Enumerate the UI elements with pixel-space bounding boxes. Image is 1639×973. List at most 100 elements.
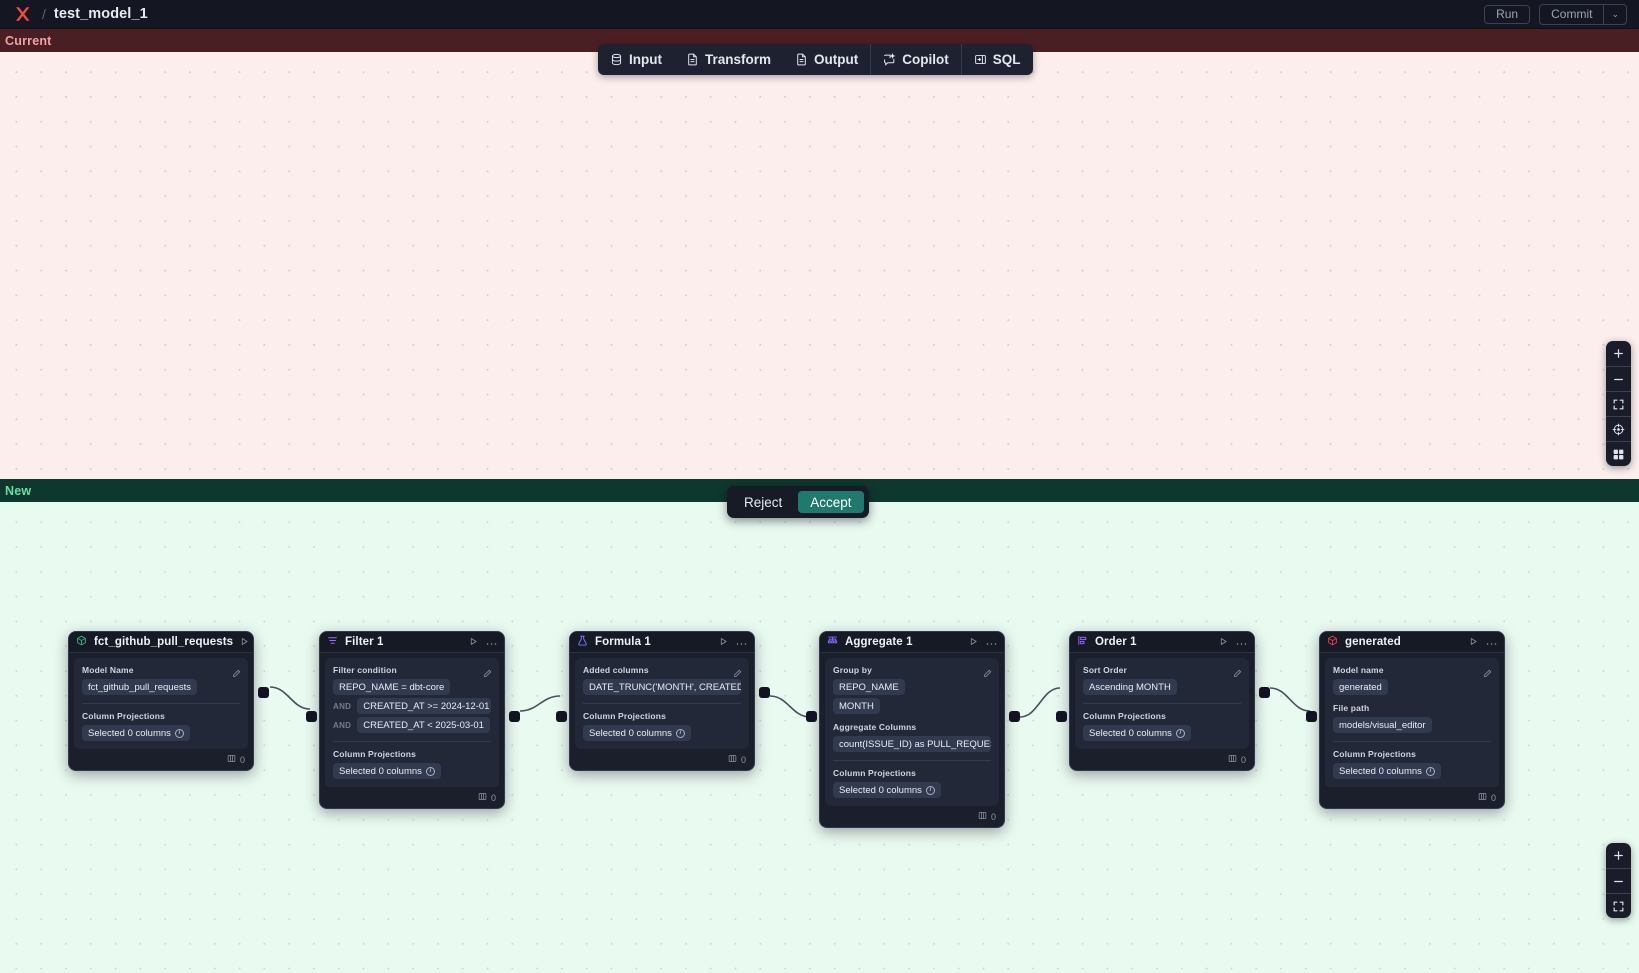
section-label: Column Projections <box>333 749 416 759</box>
recenter-icon[interactable] <box>1606 416 1631 441</box>
toolbar-item-transform[interactable]: Transform <box>674 44 783 75</box>
toolbar-item-output[interactable]: Output <box>783 44 870 75</box>
value-chip[interactable]: fct_github_pull_requests <box>82 679 197 695</box>
node-header[interactable]: Order 1 <box>1070 632 1254 653</box>
commit-button-group[interactable]: Commit ⌄ <box>1539 3 1627 25</box>
info-icon[interactable]: i <box>174 728 184 738</box>
node-input-port[interactable] <box>306 711 317 722</box>
fit-screen-icon[interactable] <box>1606 391 1631 416</box>
node-header[interactable]: fct_github_pull_requests <box>69 632 253 653</box>
edit-pencil-icon[interactable] <box>232 665 241 683</box>
editor-toolbar: Input Transform Output Copilot SQL <box>598 44 1033 75</box>
node-output-port[interactable] <box>1259 687 1270 698</box>
node-input-port[interactable] <box>1306 711 1317 722</box>
info-icon[interactable]: i <box>925 785 935 795</box>
condition-chip[interactable]: CREATED_AT >= 2024-12-01 <box>357 698 491 714</box>
toolbar-item-label: Copilot <box>902 52 949 67</box>
value-chip[interactable]: models/visual_editor <box>1333 717 1432 733</box>
node-header[interactable]: Formula 1 <box>570 632 754 653</box>
toolbar-item-sql[interactable]: SQL <box>960 44 1033 75</box>
node-menu-icon[interactable] <box>1486 633 1497 651</box>
chevron-down-icon[interactable]: ⌄ <box>1603 4 1626 24</box>
node-output-port[interactable] <box>759 687 770 698</box>
value-chip-label: DATE_TRUNC('MONTH', CREATED_AT… <box>589 681 741 693</box>
node-menu-icon[interactable] <box>486 633 497 651</box>
condition-chip[interactable]: REPO_NAME = dbt-core <box>333 679 451 695</box>
node-input-port[interactable] <box>806 711 817 722</box>
node-menu-icon[interactable] <box>1236 633 1247 651</box>
value-chip[interactable]: DATE_TRUNC('MONTH', CREATED_AT… <box>583 679 741 695</box>
run-node-icon[interactable] <box>240 633 249 651</box>
node-output-port[interactable] <box>1009 711 1020 722</box>
value-chip[interactable]: count(ISSUE_ID) as PULL_REQUEST_… <box>833 736 991 752</box>
columns-icon <box>227 754 236 765</box>
node-output-port[interactable] <box>258 687 269 698</box>
condition-chip[interactable]: CREATED_AT < 2025-03-01 <box>357 717 490 733</box>
value-chip[interactable]: REPO_NAME <box>833 679 905 695</box>
node-header[interactable]: Filter 1 <box>320 632 504 653</box>
value-chip-label: Selected 0 columns <box>839 784 922 796</box>
node-menu-icon[interactable] <box>986 633 997 651</box>
accept-button[interactable]: Accept <box>798 491 864 513</box>
zoom-out-icon[interactable] <box>1606 366 1631 391</box>
info-icon[interactable]: i <box>425 766 435 776</box>
info-icon[interactable]: i <box>1175 728 1185 738</box>
toolbar-item-input[interactable]: Input <box>598 44 674 75</box>
value-chip[interactable]: Ascending MONTH <box>1083 679 1177 695</box>
info-icon[interactable]: i <box>675 728 685 738</box>
run-node-icon[interactable] <box>719 633 728 651</box>
node-title: fct_github_pull_requests <box>94 636 234 648</box>
column-count: 0 <box>990 811 996 822</box>
run-node-icon[interactable] <box>469 633 478 651</box>
node-input-port[interactable] <box>556 711 567 722</box>
zoom-in-icon[interactable] <box>1606 843 1631 868</box>
current-pane-label: Current <box>0 29 1639 52</box>
edit-pencil-icon[interactable] <box>983 665 992 683</box>
toolbar-item-copilot[interactable]: Copilot <box>870 44 961 75</box>
value-chip-label: models/visual_editor <box>1339 719 1426 731</box>
node-footer: 0 <box>320 792 504 808</box>
columns-icon <box>478 792 487 803</box>
zoom-out-icon[interactable] <box>1606 868 1631 893</box>
edit-pencil-icon[interactable] <box>733 665 742 683</box>
run-node-icon[interactable] <box>1469 633 1478 651</box>
node-menu-icon[interactable] <box>736 633 747 651</box>
commit-button[interactable]: Commit <box>1551 7 1593 21</box>
node-header-actions <box>719 633 747 651</box>
x-brand-icon[interactable] <box>12 4 32 24</box>
node-header[interactable]: Aggregate 1 <box>820 632 1004 653</box>
edit-pencil-icon[interactable] <box>1483 665 1492 683</box>
fit-screen-icon[interactable] <box>1606 893 1631 918</box>
run-node-icon[interactable] <box>1219 633 1228 651</box>
section-label: File path <box>1333 703 1370 713</box>
reject-button[interactable]: Reject <box>744 494 783 510</box>
value-chip[interactable]: MONTH <box>833 698 880 714</box>
node-header[interactable]: generated <box>1320 632 1504 653</box>
node-input-port[interactable] <box>1056 711 1067 722</box>
node-output-port[interactable] <box>509 711 520 722</box>
run-button[interactable]: Run <box>1484 4 1531 24</box>
edit-pencil-icon[interactable] <box>483 665 492 683</box>
minimap-icon[interactable] <box>1606 441 1631 466</box>
zoom-in-icon[interactable] <box>1606 341 1631 366</box>
edit-pencil-icon[interactable] <box>1233 665 1242 683</box>
value-chip[interactable]: generated <box>1333 679 1388 695</box>
info-icon[interactable]: i <box>1425 766 1435 776</box>
run-node-icon[interactable] <box>969 633 978 651</box>
